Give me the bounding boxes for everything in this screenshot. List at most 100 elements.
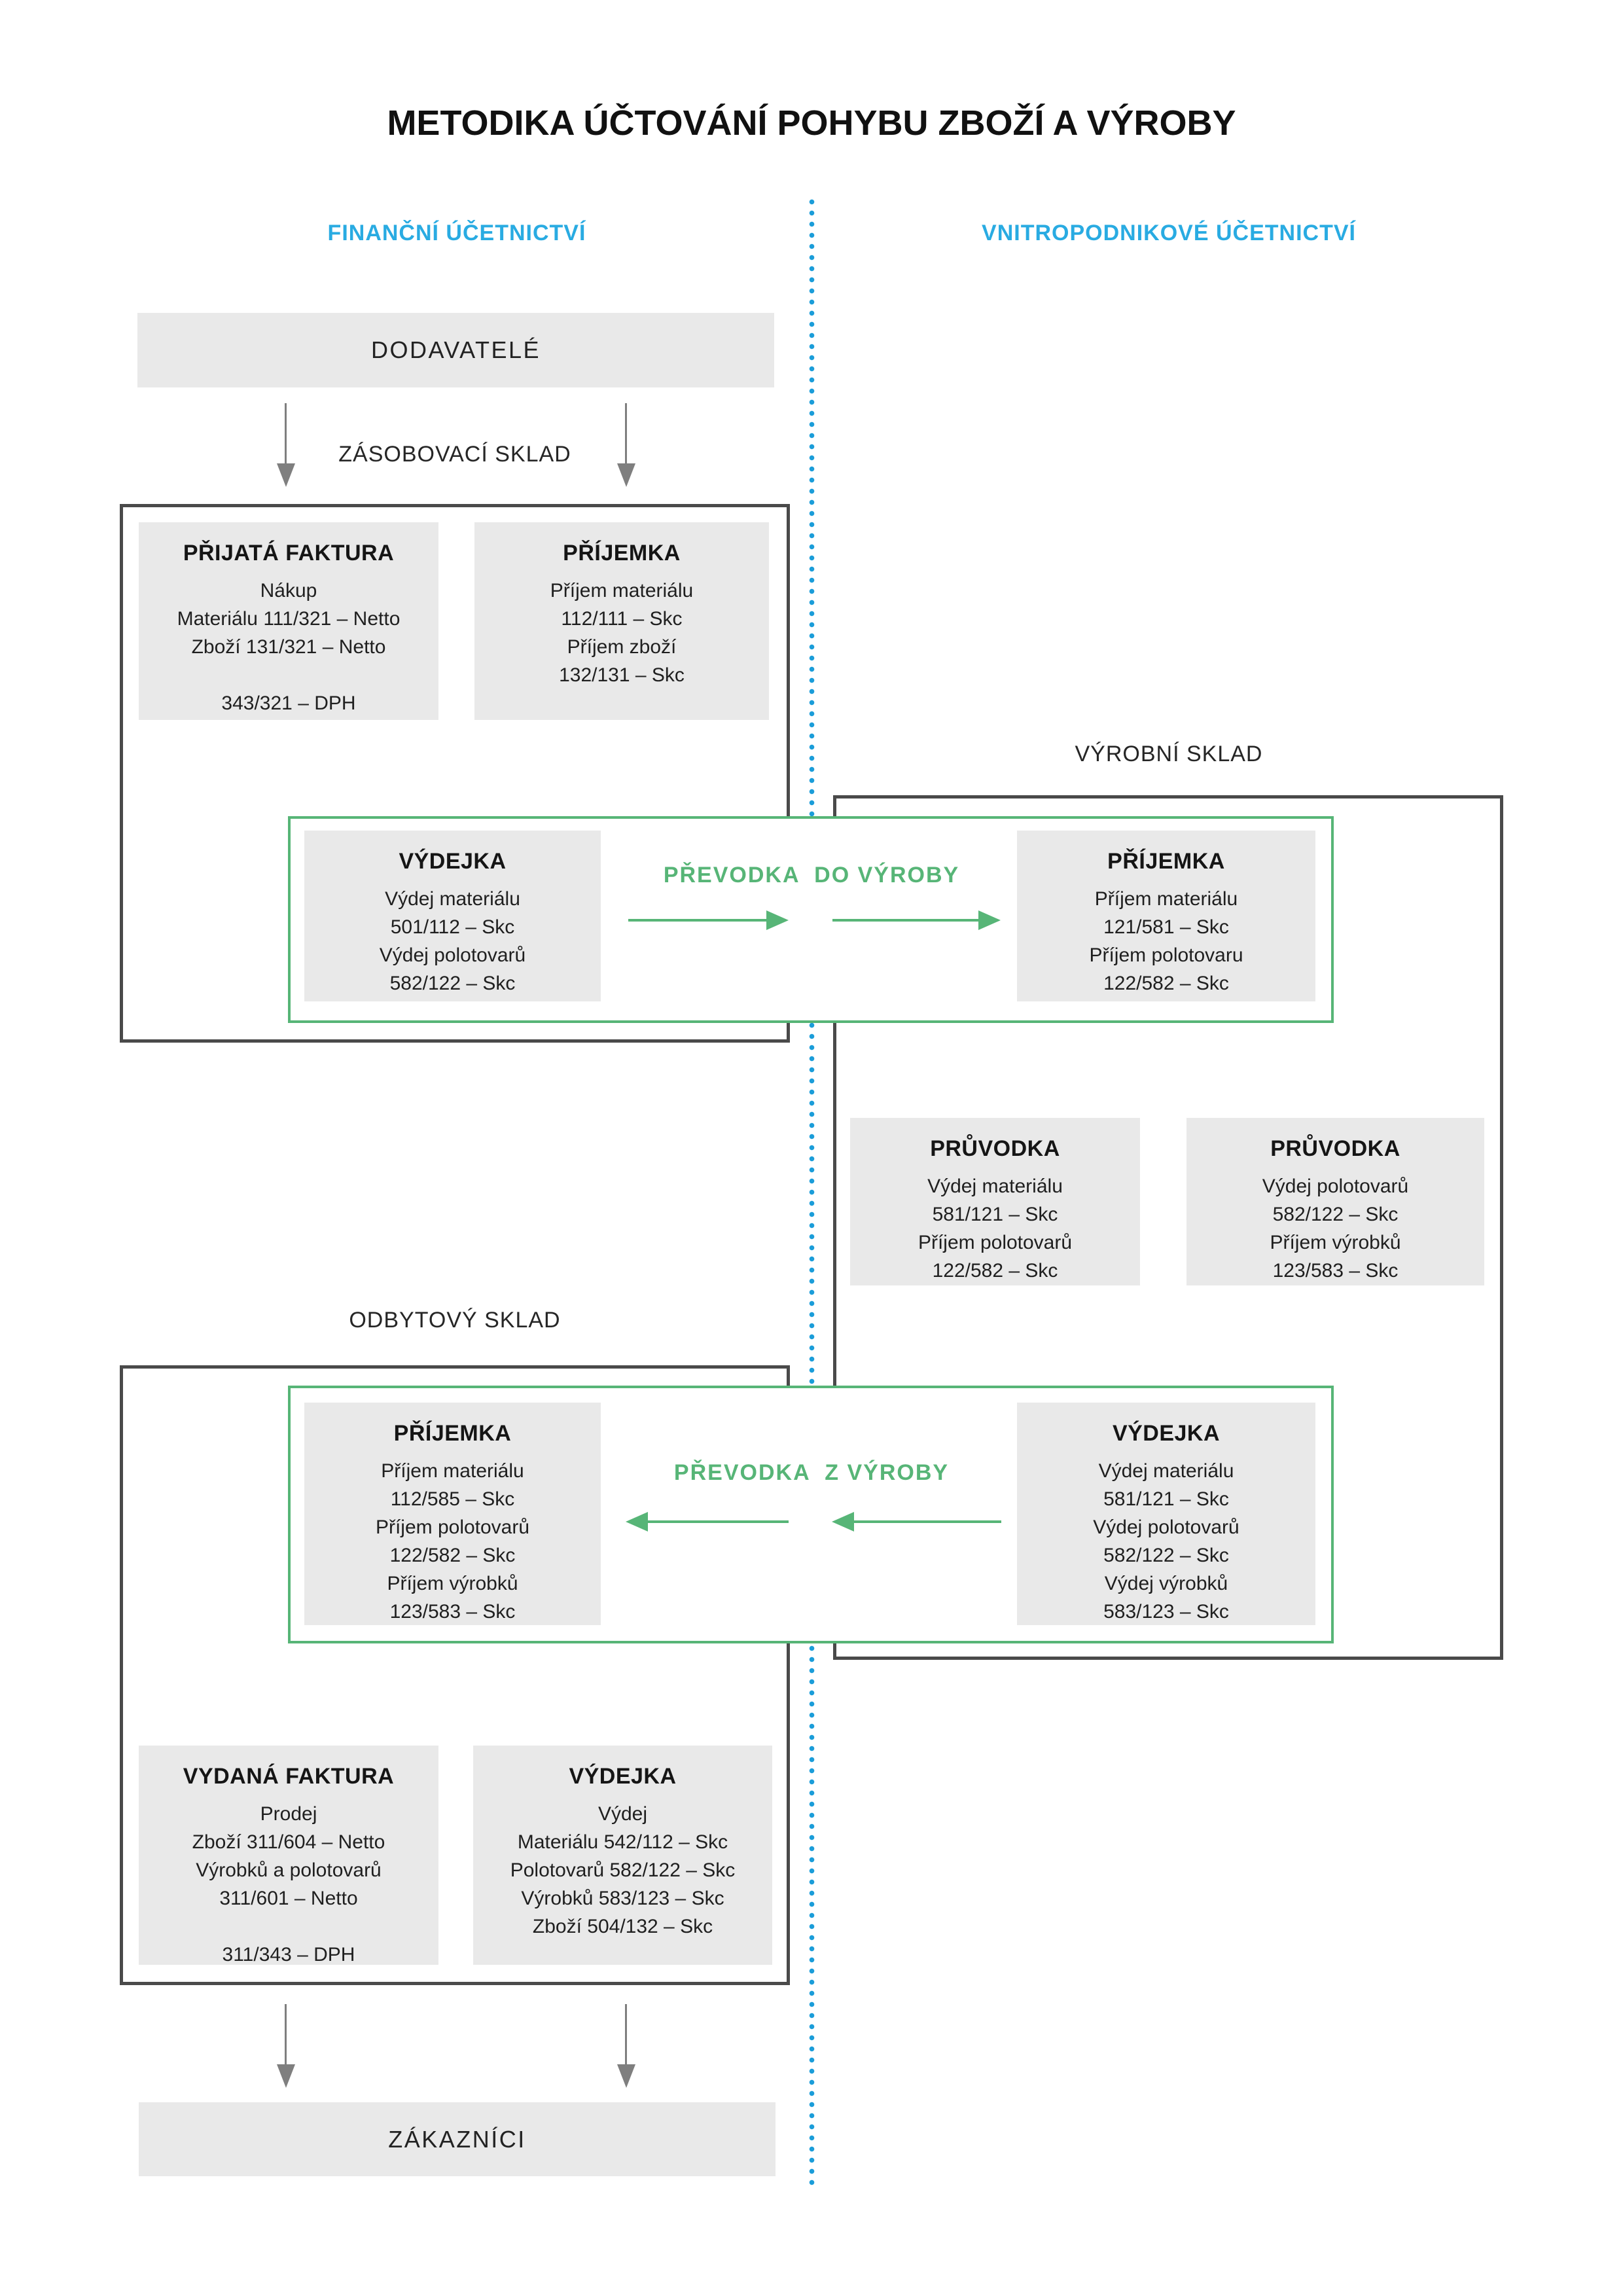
page-title: METODIKA ÚČTOVÁNÍ POHYBU ZBOŽÍ A VÝROBY (387, 103, 1236, 143)
label-sales-warehouse: ODBYTOVÝ SKLAD (349, 1308, 561, 1333)
card-title: VYDANÁ FAKTURA (183, 1764, 395, 1789)
card-line: Příjem zboží (567, 636, 677, 658)
card-line: Příjem polotovarů (375, 1516, 530, 1538)
card-line: 582/122 – Skc (1272, 1204, 1399, 1225)
arrow-down-icon (285, 2004, 287, 2064)
label-production-warehouse: VÝROBNÍ SKLAD (1075, 742, 1263, 766)
card-line: Materiálu 542/112 – Skc (517, 1831, 728, 1853)
card-title: PRŮVODKA (1270, 1136, 1400, 1161)
card-line: Výdej polotovarů (1093, 1516, 1240, 1538)
card-line: 123/583 – Skc (1272, 1260, 1399, 1282)
card-title: PRŮVODKA (930, 1136, 1060, 1161)
card-line: Zboží 504/132 – Skc (532, 1916, 713, 1937)
card-title: VÝDEJKA (569, 1764, 677, 1789)
card-line: 582/122 – Skc (1103, 1545, 1229, 1566)
card-line: Prodej (260, 1803, 317, 1825)
card-line: 121/581 – Skc (1103, 916, 1229, 938)
card-line: Příjem výrobků (387, 1573, 518, 1594)
card-line: Příjem polotovaru (1089, 944, 1243, 966)
arrow-right-icon (832, 919, 979, 922)
card-line: Výdej (597, 1803, 648, 1825)
card-title: PŘÍJEMKA (1107, 849, 1225, 874)
card-line: Zboží 131/321 – Netto (191, 636, 386, 658)
card-line: Zboží 311/604 – Netto (192, 1831, 385, 1853)
customers-box: ZÁKAZNÍCI (139, 2102, 776, 2176)
card-line: 123/583 – Skc (389, 1601, 516, 1623)
card-line: 311/343 – DPH (222, 1944, 355, 1965)
card-line: 132/131 – Skc (559, 664, 685, 686)
card-line: 581/121 – Skc (932, 1204, 1058, 1225)
divider-dotted-line (809, 196, 815, 2190)
arrow-left-icon (853, 1520, 1001, 1523)
card-line: Příjem materiálu (1094, 888, 1238, 910)
card-line: Nákup (260, 580, 317, 601)
card-line: Výdej materiálu (1098, 1460, 1234, 1482)
card-line: 122/582 – Skc (1103, 973, 1229, 994)
card-line: Výdej polotovarů (379, 944, 526, 966)
card-title: VÝDEJKA (1112, 1421, 1221, 1446)
card-line (139, 1912, 438, 1941)
transfer-label-from-production: PŘEVODKA Z VÝROBY (673, 1460, 950, 1485)
card-line: Příjem materiálu (381, 1460, 524, 1482)
card-line: 581/121 – Skc (1103, 1488, 1229, 1510)
card-line: Příjem výrobků (1270, 1232, 1401, 1253)
suppliers-box: DODAVATELÉ (137, 313, 774, 387)
sales-warehouse-frame (120, 1365, 790, 1985)
card-line: Výrobků a polotovarů (196, 1859, 382, 1881)
card-title: PŘIJATÁ FAKTURA (183, 541, 395, 565)
transfer-label-to-production: PŘEVODKA DO VÝROBY (663, 863, 960, 888)
arrow-down-icon (625, 2004, 627, 2064)
card-line: Výdej materiálu (927, 1175, 1063, 1197)
card-line: 343/321 – DPH (221, 692, 356, 714)
card-line: Příjem polotovarů (918, 1232, 1073, 1253)
card-title: VÝDEJKA (399, 849, 507, 874)
card-line: Materiálu 111/321 – Netto (177, 608, 401, 630)
production-warehouse-frame (833, 795, 1503, 1660)
card-line: 501/112 – Skc (390, 916, 515, 938)
suppliers-label: DODAVATELÉ (370, 336, 541, 363)
column-header-financial: FINANČNÍ ÚČETNICTVÍ (327, 221, 586, 245)
card-line: Výrobků 583/123 – Skc (521, 1888, 724, 1909)
card-line: 583/123 – Skc (1103, 1601, 1229, 1623)
card-line: 122/582 – Skc (932, 1260, 1058, 1282)
arrow-left-icon (647, 1520, 789, 1523)
card-title: PŘÍJEMKA (563, 541, 681, 565)
card-line: Polotovarů 582/122 – Skc (510, 1859, 736, 1881)
card-title: PŘÍJEMKA (393, 1421, 512, 1446)
card-line: 112/585 – Skc (390, 1488, 515, 1510)
arrow-down-icon (625, 403, 627, 463)
card-line: 582/122 – Skc (389, 973, 516, 994)
customers-label: ZÁKAZNÍCI (388, 2125, 526, 2153)
card-line: Výdej materiálu (385, 888, 520, 910)
arrow-right-icon (628, 919, 767, 922)
arrow-down-icon (285, 403, 287, 463)
supply-warehouse-frame (120, 504, 790, 1043)
card-line: 122/582 – Skc (389, 1545, 516, 1566)
column-header-internal: VNITROPODNIKOVÉ ÚČETNICTVÍ (982, 221, 1356, 245)
card-line: Příjem materiálu (550, 580, 694, 601)
card-line (139, 661, 438, 689)
label-supply-warehouse: ZÁSOBOVACÍ SKLAD (338, 442, 571, 467)
card-line: 311/601 – Netto (219, 1888, 358, 1909)
card-line: 112/111 – Skc (561, 608, 683, 630)
